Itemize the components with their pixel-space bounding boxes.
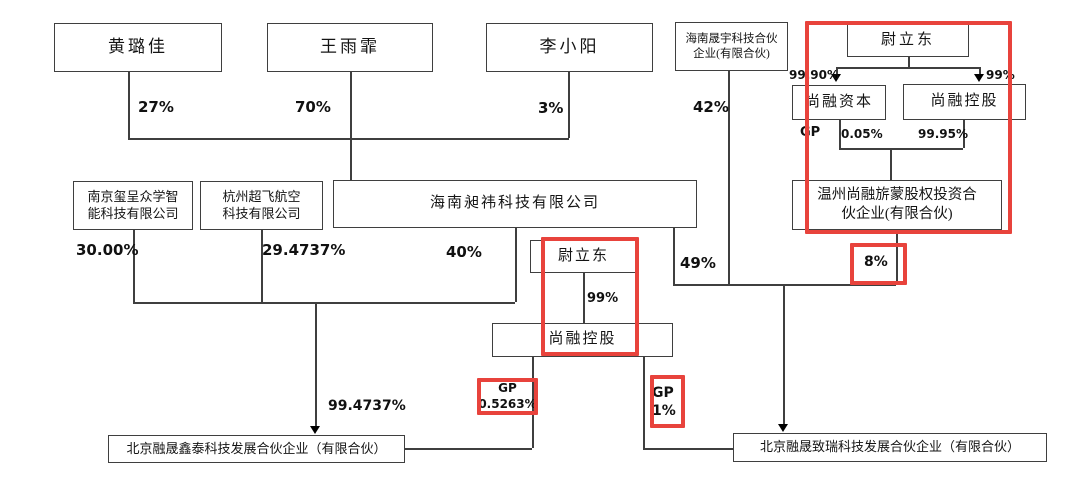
gp-role: GP: [498, 380, 517, 395]
gp-label-right: GP 1%: [652, 379, 683, 425]
node-wei-lidong-top: 尉立东: [847, 24, 969, 57]
node-label: 北京融晟致瑞科技发展合伙企业（有限合伙）: [759, 439, 1020, 455]
node-wenzhou-shangrong: 温州尚融旂蒙股权投资合 伙企业(有限合伙): [792, 180, 1002, 230]
connector-line: [890, 148, 892, 180]
connector-line: [836, 67, 838, 76]
gp-pct: 0.5263%: [478, 396, 537, 411]
node-label: 海南昶祎科技有限公司: [429, 195, 600, 212]
connector-line: [350, 72, 352, 180]
connector-line: [673, 284, 896, 286]
node-label-line1: 温州尚融旂蒙股权投资合: [817, 187, 977, 204]
connector-line: [133, 230, 135, 302]
node-beijing-zhirui: 北京融晟致瑞科技发展合伙企业（有限合伙）: [733, 433, 1047, 462]
pct-label-wenzhou: 8%: [864, 254, 888, 270]
node-label-line2: 伙企业(有限合伙): [841, 206, 953, 222]
node-label: 尚融控股: [930, 93, 999, 110]
connector-line: [405, 448, 532, 450]
pct-label-huang: 27%: [138, 98, 174, 116]
arrowhead-down: [310, 426, 320, 434]
connector-line: [261, 230, 263, 302]
pct-label-li: 3%: [538, 99, 564, 117]
node-label: 尉立东: [557, 247, 609, 264]
node-label: 尚融控股: [548, 331, 617, 348]
pct-label-ziben-to-wenzhou: 0.05%: [841, 127, 883, 141]
node-label-line2: 能科技有限公司: [87, 205, 179, 221]
connector-line: [532, 357, 534, 448]
connector-line: [128, 138, 569, 140]
node-label-line1: 南京玺呈众学智: [87, 188, 179, 204]
node-li-xiaoyang: 李小阳: [486, 23, 653, 72]
connector-line: [568, 72, 570, 138]
node-nanjing-xicheng: 南京玺呈众学智 能科技有限公司: [73, 181, 193, 230]
node-hangzhou-chaofei: 杭州超飞航空 科技有限公司: [200, 181, 323, 230]
node-beijing-xintai: 北京融晟鑫泰科技发展合伙企业（有限合伙）: [108, 435, 405, 463]
node-label: 王雨霏: [320, 37, 380, 57]
connector-line: [583, 273, 585, 323]
gp-label-left: GP 0.5263%: [478, 380, 537, 413]
pct-label-wld-to-konggu: 99%: [986, 68, 1015, 82]
connector-line: [128, 72, 130, 138]
node-label: 黄璐佳: [108, 37, 168, 57]
pct-label-changyi-to-xintai: 40%: [446, 243, 482, 261]
connector-line: [133, 302, 515, 304]
arrowhead-down: [974, 74, 984, 82]
node-shangrong-konggu-mid: 尚融控股: [492, 323, 673, 357]
gp-role: GP: [652, 384, 674, 401]
connector-line: [643, 357, 645, 448]
connector-line: [979, 67, 981, 76]
pct-label-hangzhou: 29.4737%: [262, 241, 346, 259]
node-label-line1: 杭州超飞航空: [222, 188, 301, 204]
node-hainan-shengyu: 海南晟宇科技合伙 企业(有限合伙): [675, 22, 788, 71]
node-label: 尉立东: [880, 31, 935, 48]
arrowhead-down: [831, 74, 841, 82]
connector-line: [643, 448, 733, 450]
connector-line: [908, 57, 910, 68]
pct-label-wld-mid: 99%: [587, 291, 619, 306]
connector-line: [515, 228, 517, 302]
pct-label-nanjing: 30.00%: [76, 241, 139, 259]
connector-line: [836, 67, 979, 69]
connector-line: [839, 148, 963, 150]
pct-label-shengyu: 42%: [693, 98, 729, 116]
pct-label-wang: 70%: [295, 98, 331, 116]
node-label: 尚融资本: [804, 93, 873, 110]
node-huang-lujia: 黄璐佳: [54, 23, 222, 72]
node-wei-lidong-mid: 尉立东: [530, 240, 637, 273]
node-label: 北京融晟鑫泰科技发展合伙企业（有限合伙）: [126, 440, 387, 456]
pct-label-konggu-to-wenzhou: 99.95%: [918, 127, 968, 141]
gp-pct: 1%: [652, 403, 676, 419]
connector-line: [963, 119, 965, 148]
connector-line: [315, 302, 317, 426]
pct-label-merged-to-xintai: 99.4737%: [328, 398, 406, 414]
node-label-line2: 企业(有限合伙): [693, 47, 770, 60]
arrowhead-down: [778, 424, 788, 432]
node-shangrong-ziben: 尚融资本: [792, 85, 886, 120]
connector-line: [783, 284, 785, 425]
node-hainan-changyi: 海南昶祎科技有限公司: [333, 180, 697, 228]
node-label: 李小阳: [539, 37, 600, 57]
connector-line: [673, 228, 675, 284]
pct-label-wld-to-ziben: 99.90%: [789, 68, 839, 82]
connector-line: [896, 230, 898, 284]
connector-line: [728, 71, 730, 284]
node-label-line2: 科技有限公司: [222, 205, 301, 221]
connector-line: [839, 120, 841, 148]
pct-label-changyi-to-zhirui: 49%: [680, 254, 716, 272]
node-label-line1: 海南晟宇科技合伙: [685, 32, 778, 45]
role-label-ziben-gp: GP: [800, 125, 821, 140]
node-shangrong-konggu-top: 尚融控股: [903, 84, 1026, 120]
node-wang-yufei: 王雨霏: [267, 23, 433, 72]
